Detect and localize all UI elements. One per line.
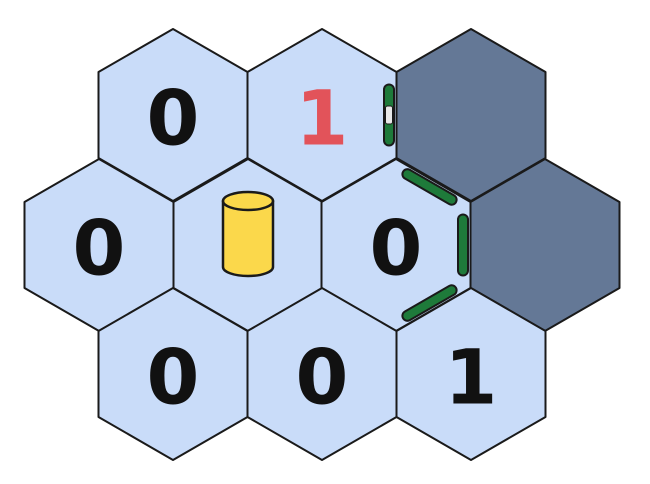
cell-number: 0 xyxy=(296,333,349,422)
revealed-hex xyxy=(395,287,547,461)
hex-cell-r0c1[interactable]: 1 xyxy=(246,28,398,202)
cell-number: 0 xyxy=(370,204,423,293)
cell-number: 0 xyxy=(73,204,126,293)
hex-cell-r2c2[interactable]: 1 xyxy=(395,287,547,461)
hex-cell-r0c0[interactable]: 0 xyxy=(97,28,249,202)
hex-cell-r2c0[interactable]: 0 xyxy=(97,287,249,461)
wall-segment xyxy=(401,168,458,206)
walls-layer xyxy=(383,83,469,322)
cell-number: 0 xyxy=(147,74,200,163)
cell-number: 0 xyxy=(147,333,200,422)
hex-cell-r1c0[interactable]: 0 xyxy=(23,158,175,332)
cylinder-icon xyxy=(221,190,275,278)
hex-cell-r2c1[interactable]: 0 xyxy=(246,287,398,461)
wall-marker xyxy=(385,105,393,125)
wall-segment xyxy=(383,83,395,147)
cell-number: 1 xyxy=(296,74,349,163)
cell-number: 1 xyxy=(445,333,498,422)
wall-segment xyxy=(401,284,458,322)
